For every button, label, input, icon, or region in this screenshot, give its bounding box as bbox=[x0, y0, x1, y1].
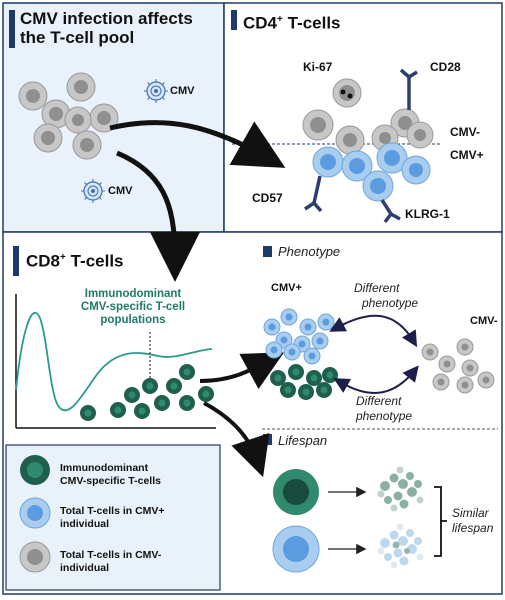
curve-label-line: populations bbox=[100, 314, 166, 326]
title-sup: + bbox=[60, 252, 66, 263]
arrow-to-lifespan bbox=[203, 401, 270, 478]
section-heading-phenotype: Phenotype bbox=[278, 244, 341, 259]
panel-title-cmv-infection: CMV infection affects the T-cell pool bbox=[20, 9, 193, 47]
section-marker-icon bbox=[263, 434, 272, 445]
similar-lifespan-bracket bbox=[434, 486, 447, 557]
text-line: phenotype bbox=[362, 296, 419, 310]
legend-item-cmv-negative: Total T-cells in CMV- individual bbox=[60, 549, 161, 575]
legend-item-immunodominant: Immunodominant CMV-specific T-cells bbox=[60, 462, 161, 488]
marker-cd28: CD28 bbox=[430, 60, 461, 74]
different-phenotype-bottom: Different phenotype bbox=[356, 394, 412, 424]
curve-label-line: CMV-specific T-cell bbox=[80, 301, 186, 313]
title-bar-icon bbox=[13, 246, 19, 276]
legend-line: individual bbox=[60, 518, 110, 530]
label-cmv-positive: CMV+ bbox=[450, 148, 484, 162]
title-bar-icon bbox=[9, 10, 15, 48]
arrow-to-cd8 bbox=[116, 150, 200, 282]
virus-label: CMV bbox=[170, 85, 195, 97]
apoptotic-cell-fragments-blue bbox=[377, 523, 424, 569]
t-cell-population-curve bbox=[15, 311, 213, 412]
text-line: Similar bbox=[452, 506, 489, 520]
immunodominant-phenotype-cluster bbox=[270, 364, 338, 400]
legend-line: Total T-cells in CMV- bbox=[60, 549, 162, 561]
label-cmv-negative: CMV- bbox=[450, 125, 480, 139]
cmv-negative-phenotype-cluster bbox=[421, 338, 495, 394]
klrg1-receptor-icon bbox=[380, 199, 393, 215]
title-main: CD4 bbox=[243, 13, 278, 33]
virus-icon bbox=[144, 79, 168, 103]
legend-line: individual bbox=[60, 562, 110, 574]
virus-icon bbox=[81, 179, 105, 203]
panel-cd4 bbox=[223, 2, 503, 233]
cmv-negative-cell-cluster bbox=[18, 72, 119, 160]
label-cmv-positive: CMV+ bbox=[271, 282, 302, 294]
title-bar-icon bbox=[231, 10, 237, 30]
title-line-2: the T-cell pool bbox=[20, 28, 135, 47]
text-line: Different bbox=[356, 394, 402, 408]
text-line: Different bbox=[354, 281, 400, 295]
panel-title-cd8: CD8+ T-cells bbox=[26, 248, 124, 271]
marker-cd57: CD57 bbox=[252, 191, 283, 205]
legend-line: Total T-cells in CMV+ bbox=[60, 505, 165, 517]
text-line: phenotype bbox=[356, 409, 413, 423]
arrow-to-cd4 bbox=[109, 119, 286, 168]
similar-lifespan-label: Similar lifespan bbox=[452, 506, 493, 536]
section-marker-icon bbox=[263, 246, 272, 257]
curve-label-line: Immunodominant bbox=[84, 288, 182, 300]
label-cmv-negative: CMV- bbox=[470, 315, 498, 327]
marker-klrg1: KLRG-1 bbox=[405, 207, 450, 221]
legend-line: Immunodominant bbox=[60, 462, 149, 474]
title-main: CD8 bbox=[26, 251, 61, 271]
curve-annotation: Immunodominant CMV-specific T-cell popul… bbox=[68, 288, 198, 327]
title-line-1: CMV infection affects bbox=[20, 9, 193, 28]
title-sup: + bbox=[277, 14, 283, 25]
receptor-icons bbox=[304, 68, 418, 224]
legend-line: CMV-specific T-cells bbox=[60, 475, 161, 487]
double-arrow-top bbox=[329, 314, 418, 348]
double-arrow-bottom bbox=[333, 365, 419, 394]
different-phenotype-top: Different phenotype bbox=[354, 281, 418, 311]
section-heading-lifespan: Lifespan bbox=[278, 433, 328, 448]
apoptotic-cell-fragments-green bbox=[377, 466, 424, 512]
cmv-positive-cell-cluster bbox=[263, 308, 335, 365]
title-rest: T-cells bbox=[282, 13, 341, 33]
text-line: lifespan bbox=[452, 521, 494, 535]
legend-item-cmv-positive: Total T-cells in CMV+ individual bbox=[60, 505, 165, 531]
panel-title-cd4: CD4+ T-cells bbox=[243, 10, 341, 33]
virus-label: CMV bbox=[108, 185, 133, 197]
title-rest: T-cells bbox=[65, 251, 124, 271]
cd57-receptor-icon bbox=[312, 175, 322, 204]
marker-ki67: Ki-67 bbox=[303, 60, 333, 74]
arrow-to-phenotype bbox=[199, 352, 285, 390]
cd4-cell-cluster bbox=[302, 78, 434, 202]
immunodominant-cell-cluster bbox=[80, 364, 214, 421]
